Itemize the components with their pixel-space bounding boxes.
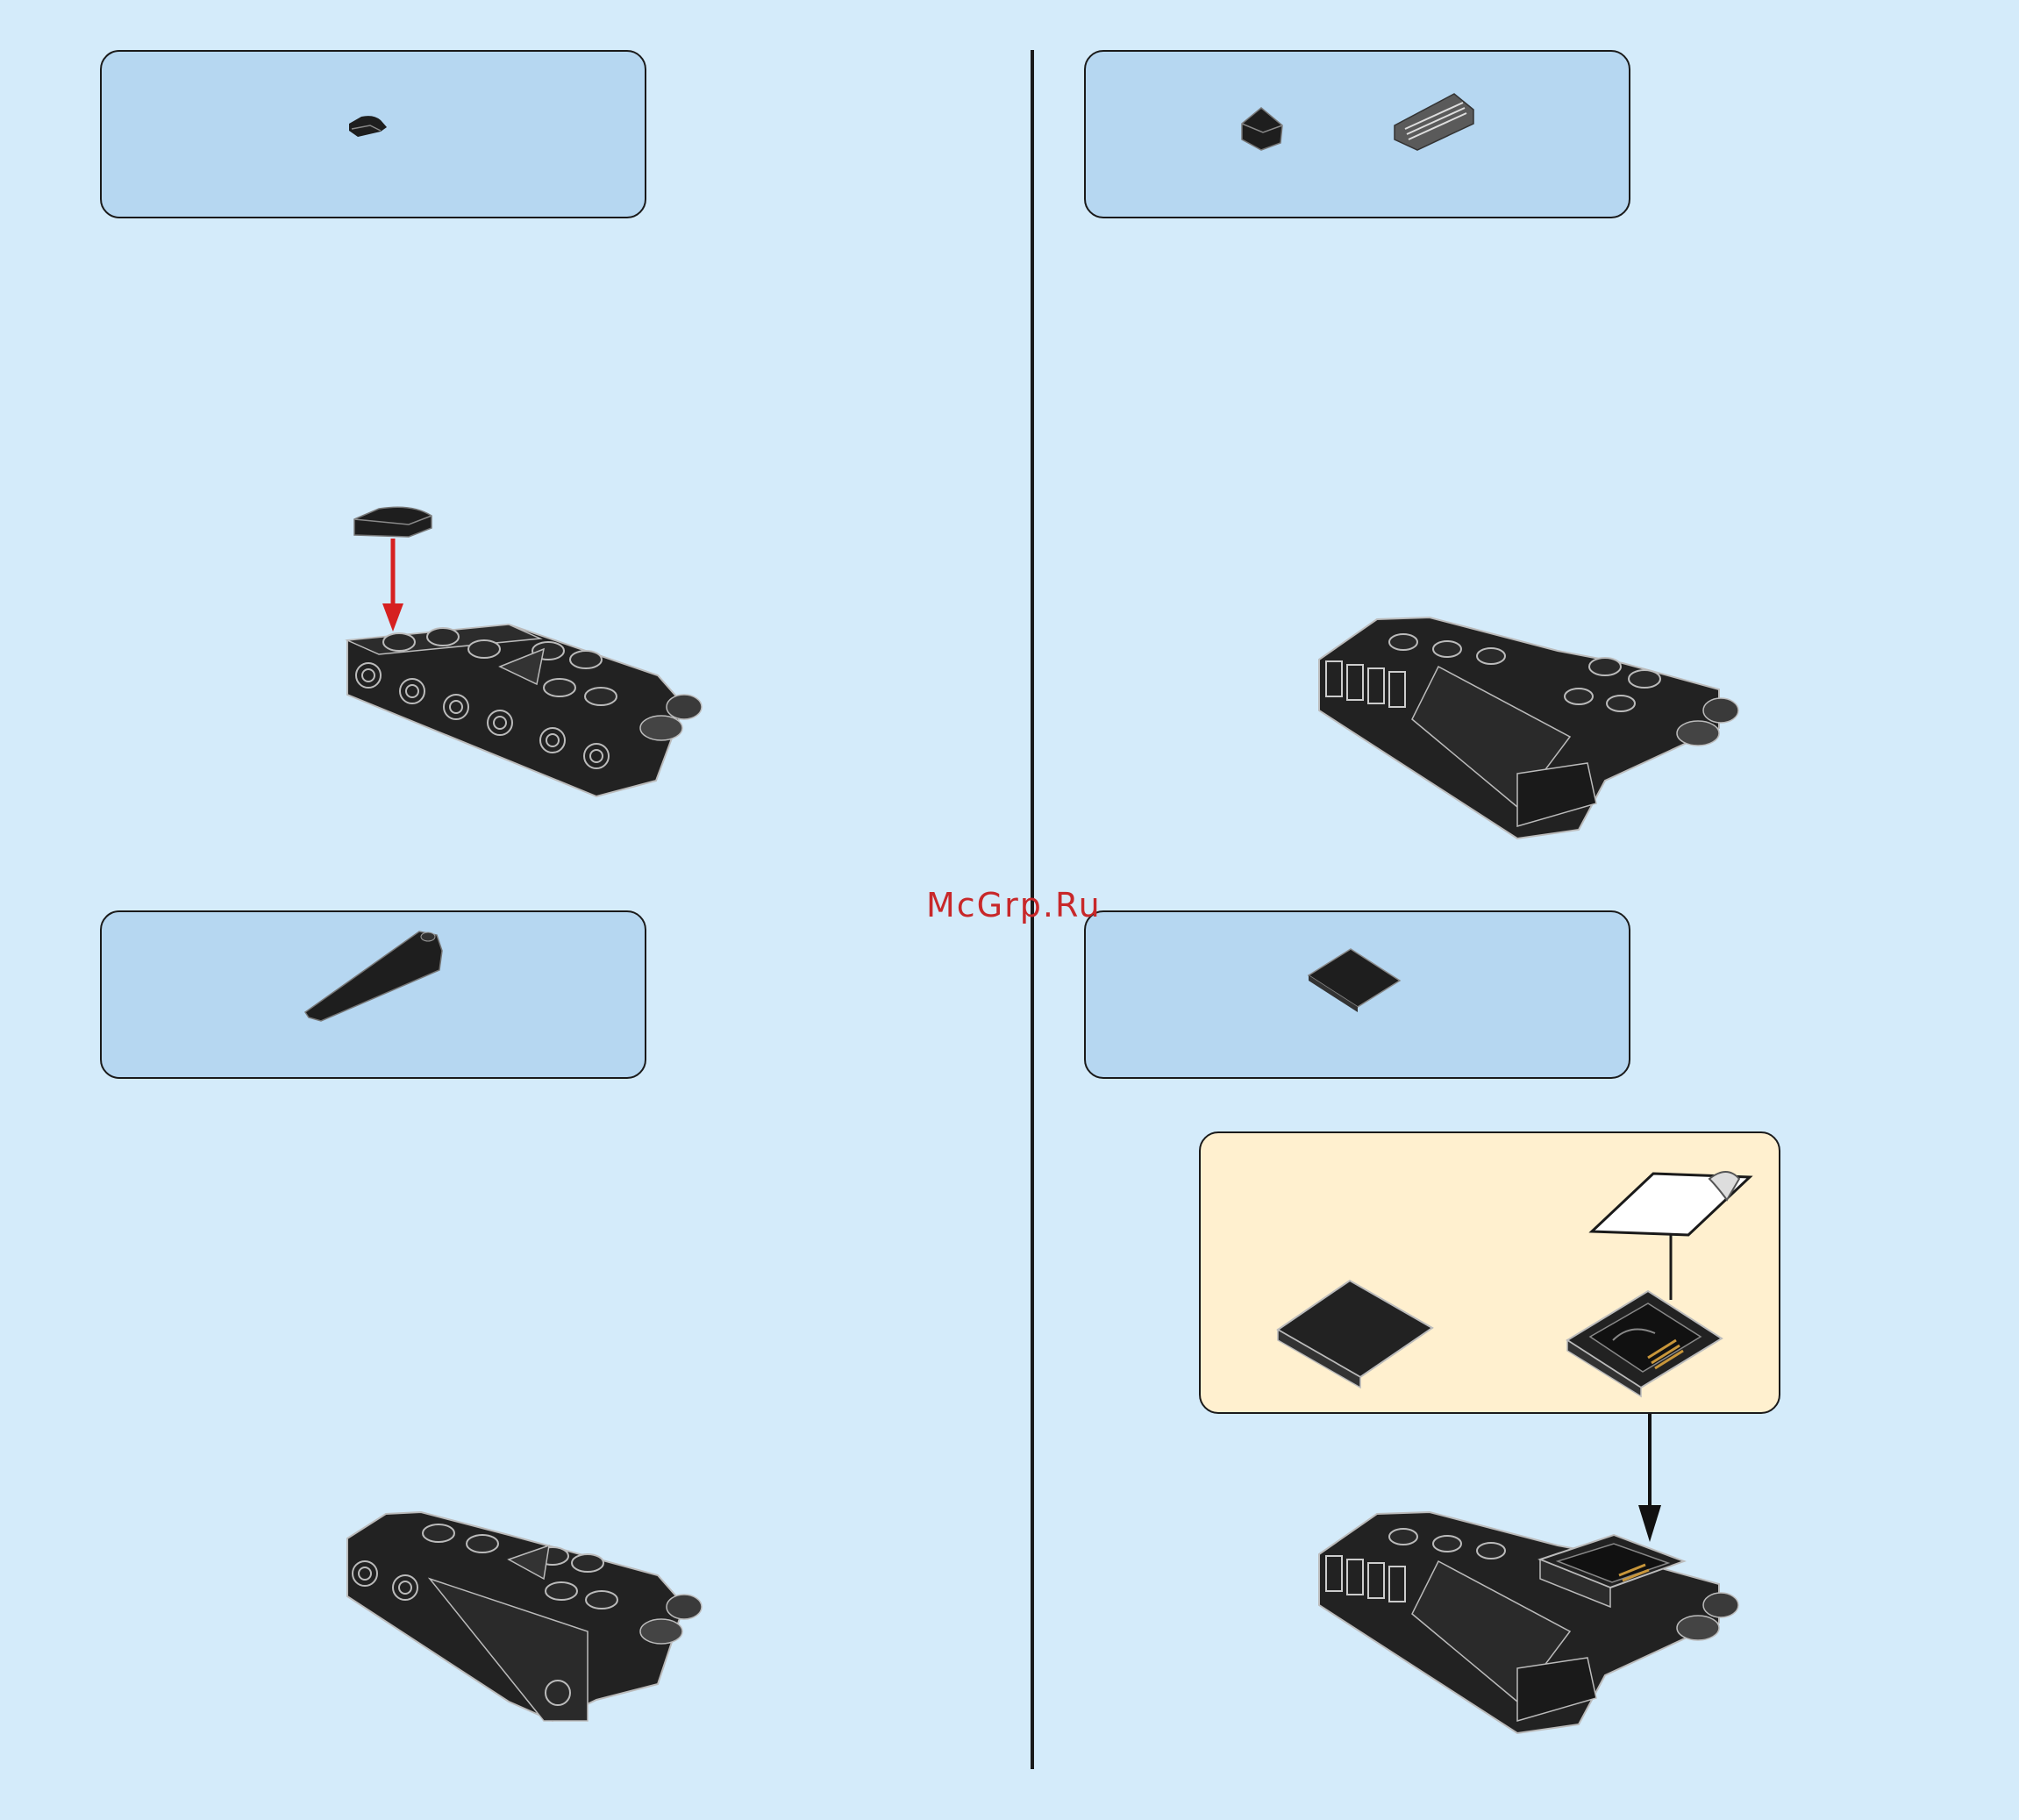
tile-round-corner-part — [354, 507, 432, 537]
step-3-assembly — [333, 1500, 754, 1745]
parts-callout-step-4 — [1084, 910, 1630, 1079]
tile-2x2-icon — [1086, 912, 1629, 1077]
sticker-callout — [1199, 1131, 1780, 1414]
parts-callout-step-2 — [1084, 50, 1630, 218]
slope-grille-icon — [1395, 94, 1473, 150]
watermark-text: McGrp.Ru — [926, 886, 1102, 924]
slope-2x1-icon — [1242, 108, 1282, 150]
wedge-plate-assembly — [347, 625, 702, 796]
step-1-assembly — [333, 491, 754, 824]
sticker-sheet-icon — [1592, 1172, 1750, 1300]
tile-2x2-sticker-icon — [1567, 1291, 1722, 1396]
parts-callout-step-3 — [100, 910, 646, 1079]
red-arrow — [382, 539, 403, 632]
step-4-assembly — [1307, 1500, 1763, 1745]
curved-slope-icon — [102, 912, 645, 1077]
parts-callout-step-1 — [100, 50, 646, 218]
step-2-assembly — [1307, 605, 1763, 851]
tile-round-corner-icon — [102, 52, 645, 217]
tile-2x2-icon — [1278, 1281, 1432, 1388]
